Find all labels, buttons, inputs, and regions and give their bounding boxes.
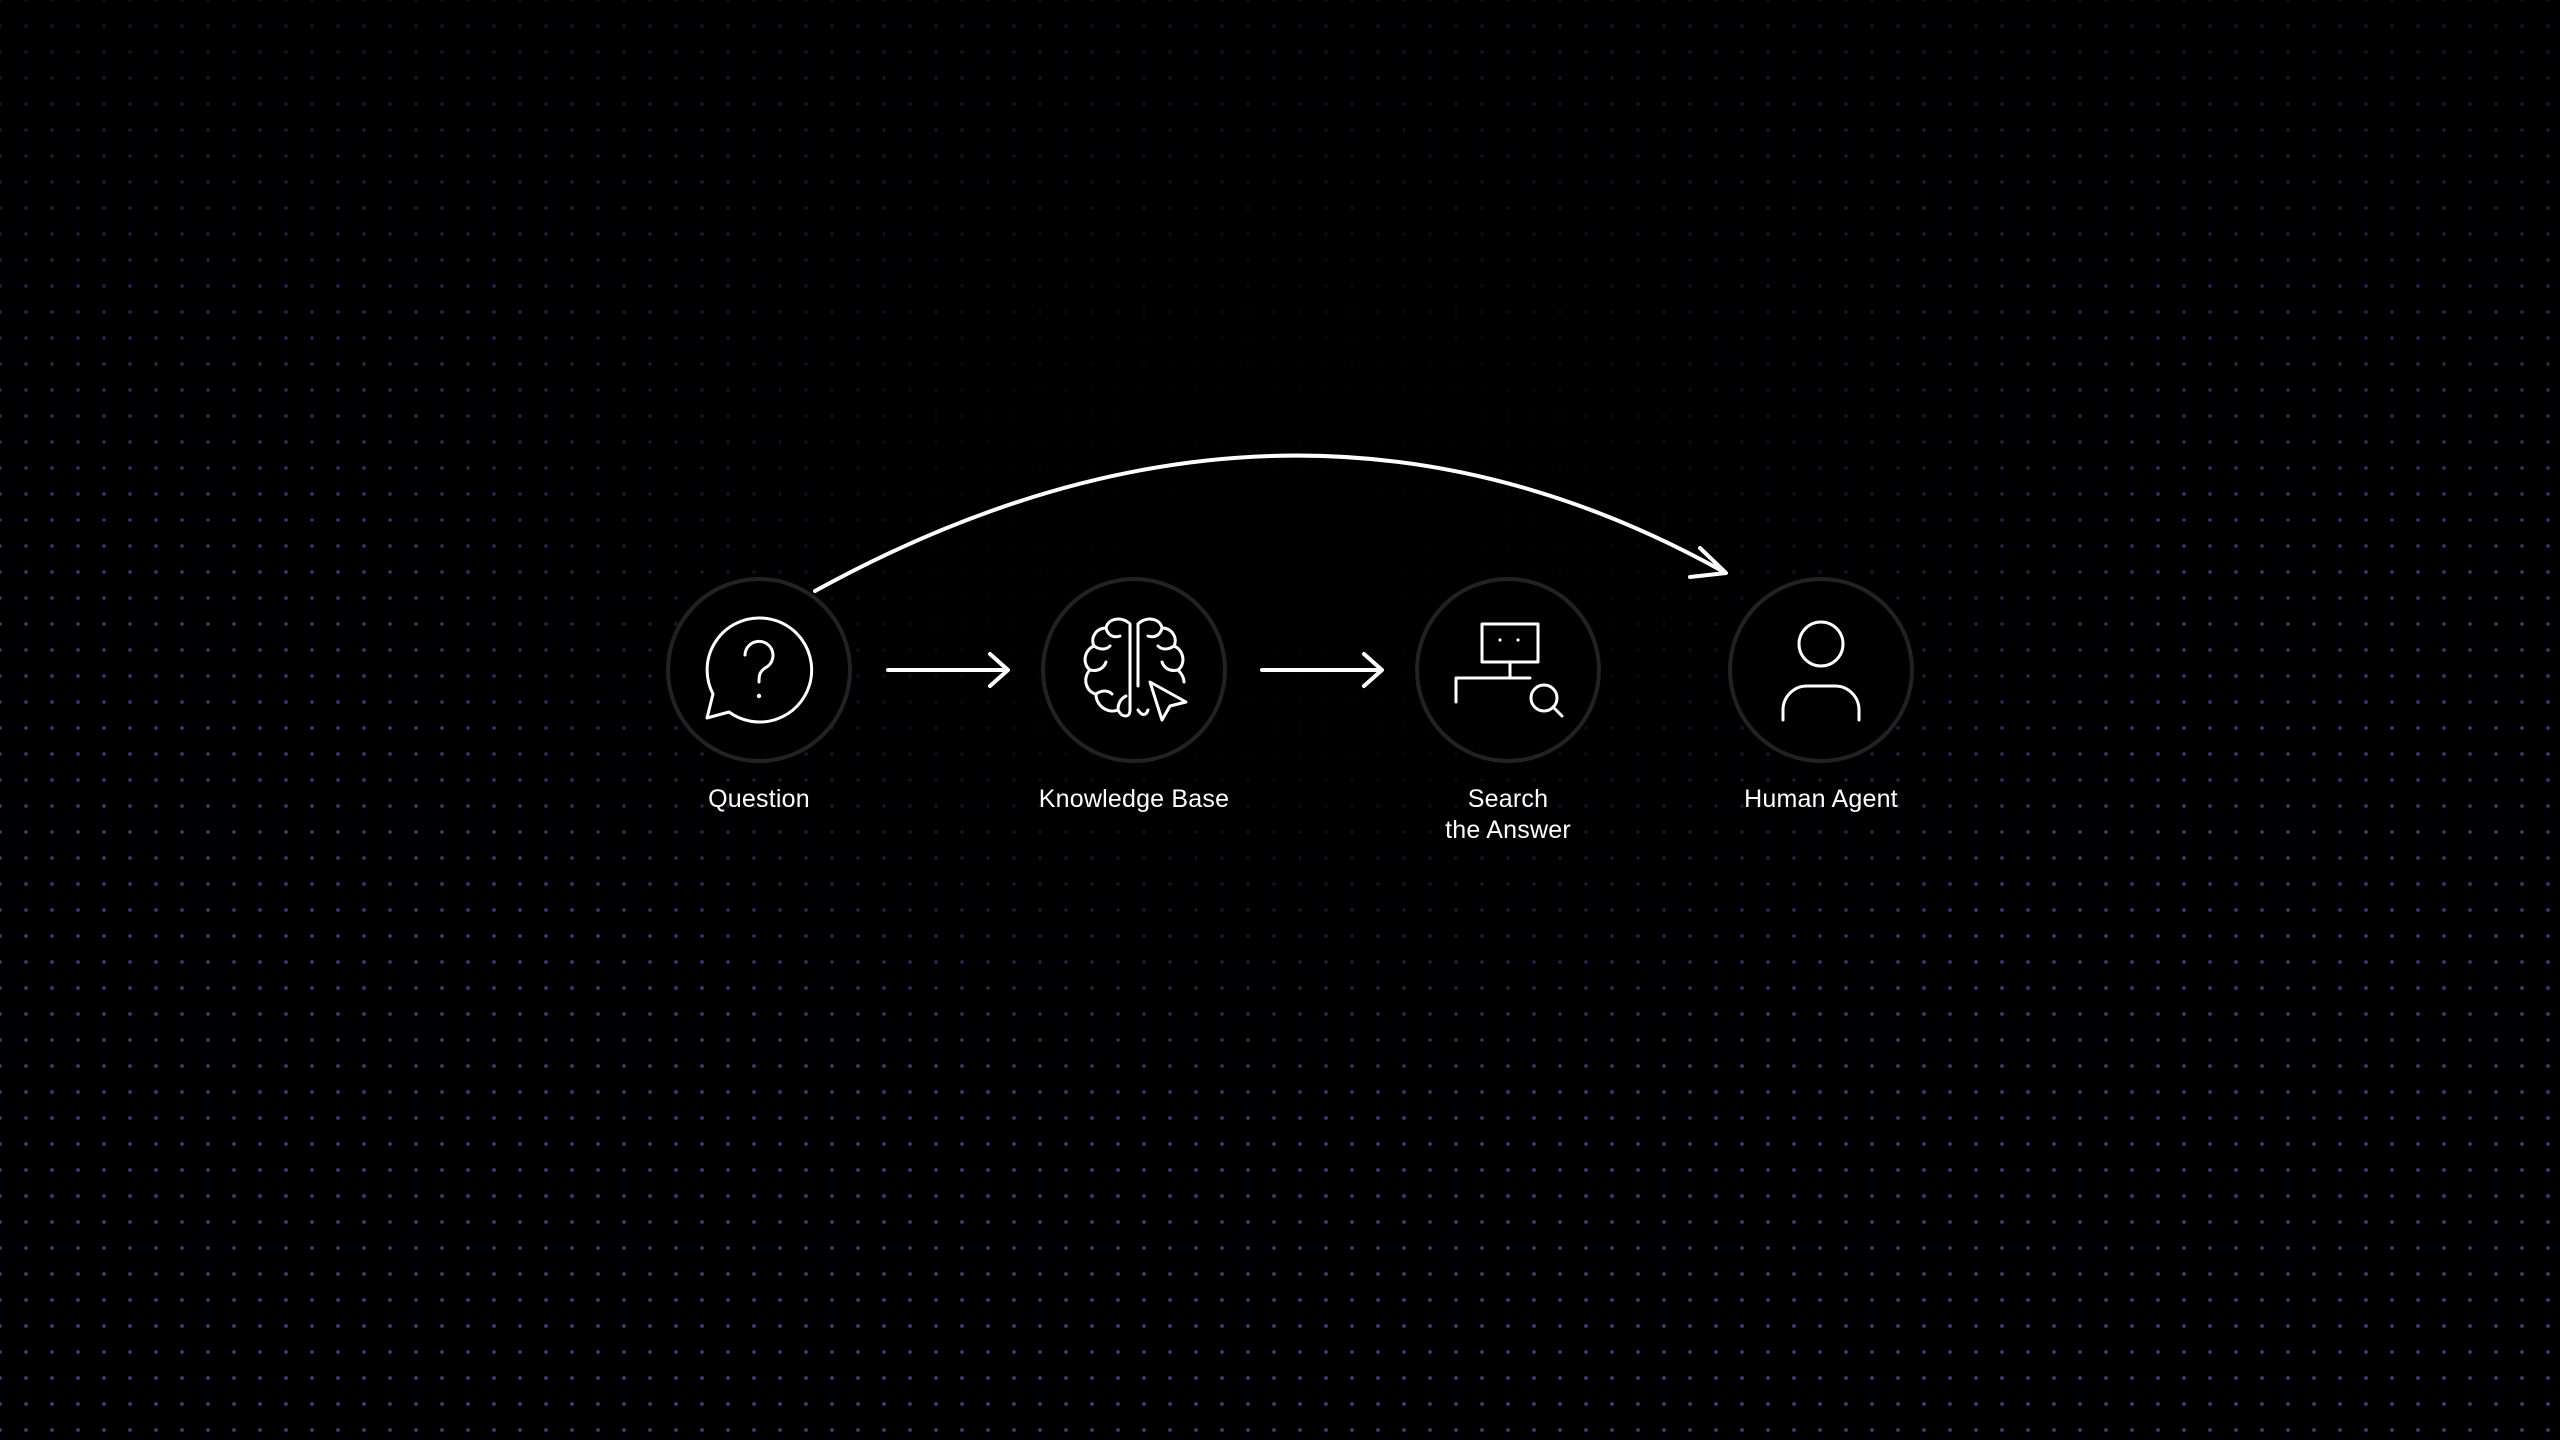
question-bubble-icon bbox=[705, 616, 814, 724]
node-label-search-answer-line1: Search bbox=[1467, 785, 1549, 813]
computer-search-icon bbox=[1454, 622, 1564, 718]
node-human-agent bbox=[1728, 577, 1914, 763]
node-label-knowledge-base: Knowledge Base bbox=[974, 784, 1294, 815]
node-label-human-agent: Human Agent bbox=[1661, 784, 1981, 815]
node-label-question: Question bbox=[599, 784, 919, 815]
edge-question-to-human-agent bbox=[813, 453, 1728, 593]
node-label-human-agent-line1: Human Agent bbox=[1744, 785, 1898, 813]
edge-question-to-knowledge-base bbox=[886, 652, 1010, 688]
brain-cursor-icon bbox=[1083, 617, 1188, 722]
node-label-search-answer: Search the Answer bbox=[1348, 784, 1668, 846]
node-label-search-answer-line2: the Answer bbox=[1445, 816, 1571, 844]
node-knowledge-base bbox=[1041, 577, 1227, 763]
node-label-knowledge-base-line1: Knowledge Base bbox=[1038, 785, 1230, 813]
node-label-question-line1: Question bbox=[708, 785, 810, 813]
edge-knowledge-base-to-search-answer bbox=[1260, 652, 1384, 688]
node-search-answer bbox=[1415, 577, 1601, 763]
node-question bbox=[666, 577, 852, 763]
person-icon bbox=[1781, 620, 1861, 722]
